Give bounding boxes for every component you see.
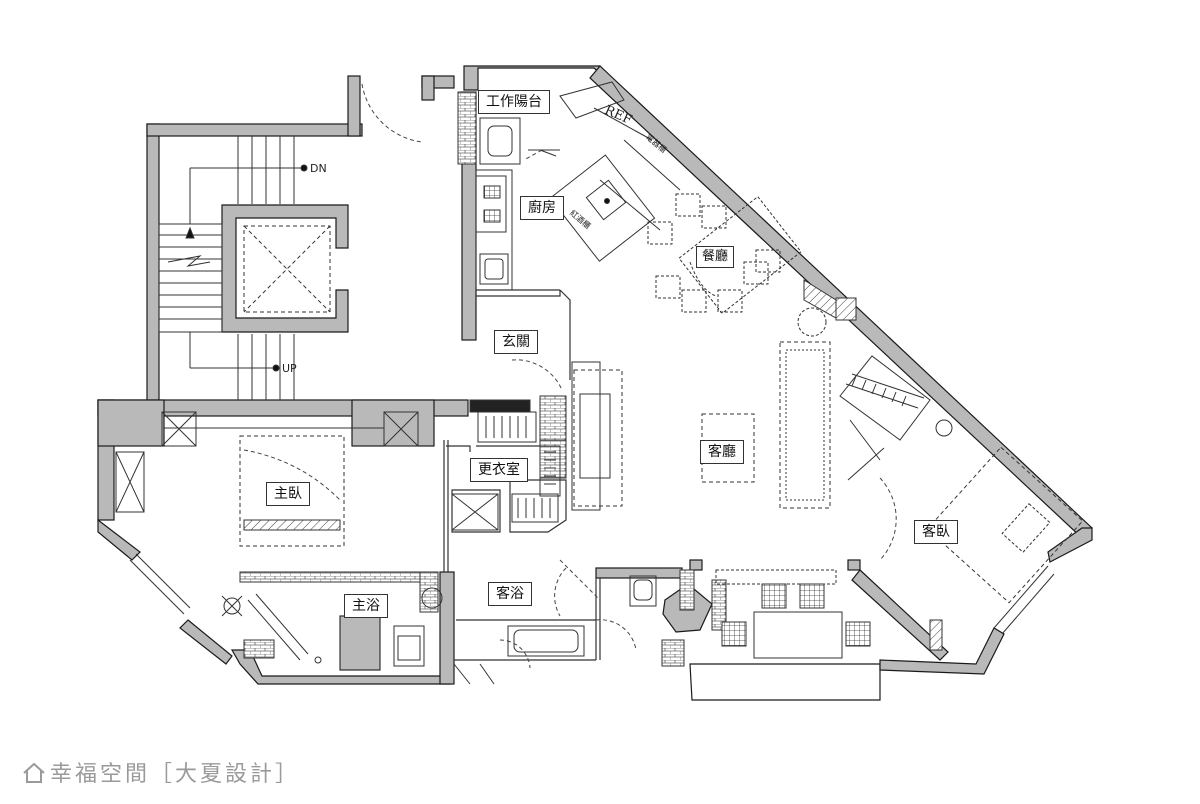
stair-down-label: DN	[310, 162, 327, 175]
room-label-master-bath: 主浴	[344, 594, 388, 618]
room-label-dining: 餐廳	[696, 246, 735, 268]
room-label-closet: 更衣室	[470, 458, 528, 482]
watermark-text: 幸福空間［大夏設計］	[50, 762, 301, 787]
room-label-guest-bath: 客浴	[488, 582, 532, 606]
room-label-kitchen: 廚房	[520, 196, 564, 220]
watermark: 幸福空間［大夏設計］	[22, 756, 300, 790]
room-label-work-balcony: 工作陽台	[478, 90, 550, 114]
house-logo-icon	[22, 762, 46, 790]
room-label-master-bedroom: 主臥	[266, 482, 310, 506]
stair-up-label: UP	[282, 362, 297, 375]
room-label-living: 客廳	[700, 440, 744, 464]
room-label-entrance: 玄關	[494, 330, 538, 354]
room-label-guest-bedroom: 客臥	[914, 520, 958, 544]
